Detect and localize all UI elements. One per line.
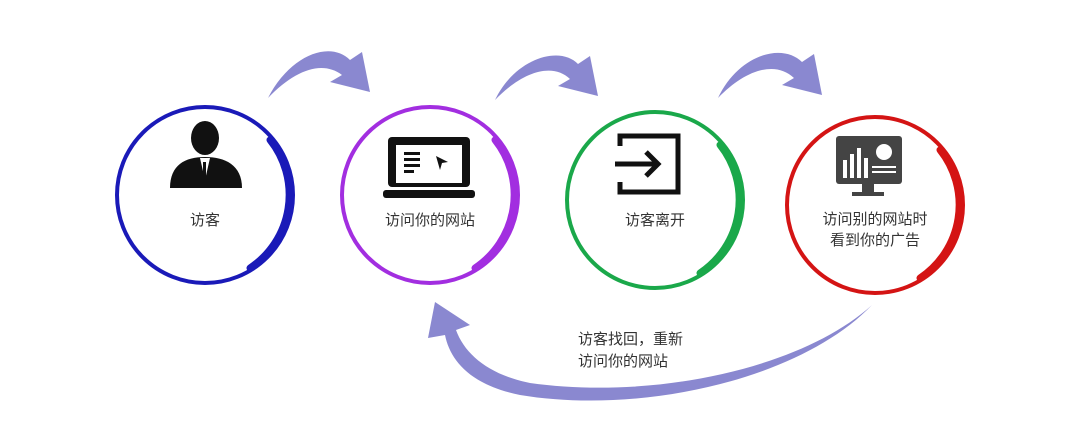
step3-label: 访客离开 — [624, 211, 685, 229]
monitor-chart-icon — [836, 136, 902, 196]
laptop-icon — [383, 137, 475, 198]
step3-circle — [565, 110, 745, 290]
step2-circle — [340, 105, 520, 285]
step4-label-line2: 看到你的广告 — [829, 231, 920, 249]
step1-label: 访客 — [189, 211, 220, 229]
step4-circle — [785, 115, 965, 295]
arrow-step3-to-step4 — [718, 52, 822, 98]
step1-circle — [115, 105, 295, 285]
return-note-line2: 访问你的网站 — [578, 352, 669, 370]
step2-label: 访问你的网站 — [384, 211, 475, 229]
arrow-step1-to-step2 — [268, 51, 370, 98]
exit-icon — [615, 133, 681, 195]
return-note: 访客找回，重新 访问你的网站 — [578, 328, 683, 372]
flow-arrows — [268, 51, 872, 401]
step4-label-line1: 访问别的网站时 — [822, 210, 928, 228]
arrow-step2-to-step3 — [495, 55, 598, 100]
step4-label: 访问别的网站时 看到你的广告 — [805, 209, 945, 251]
return-note-line1: 访客找回，重新 — [578, 330, 684, 348]
person-icon — [170, 121, 242, 188]
